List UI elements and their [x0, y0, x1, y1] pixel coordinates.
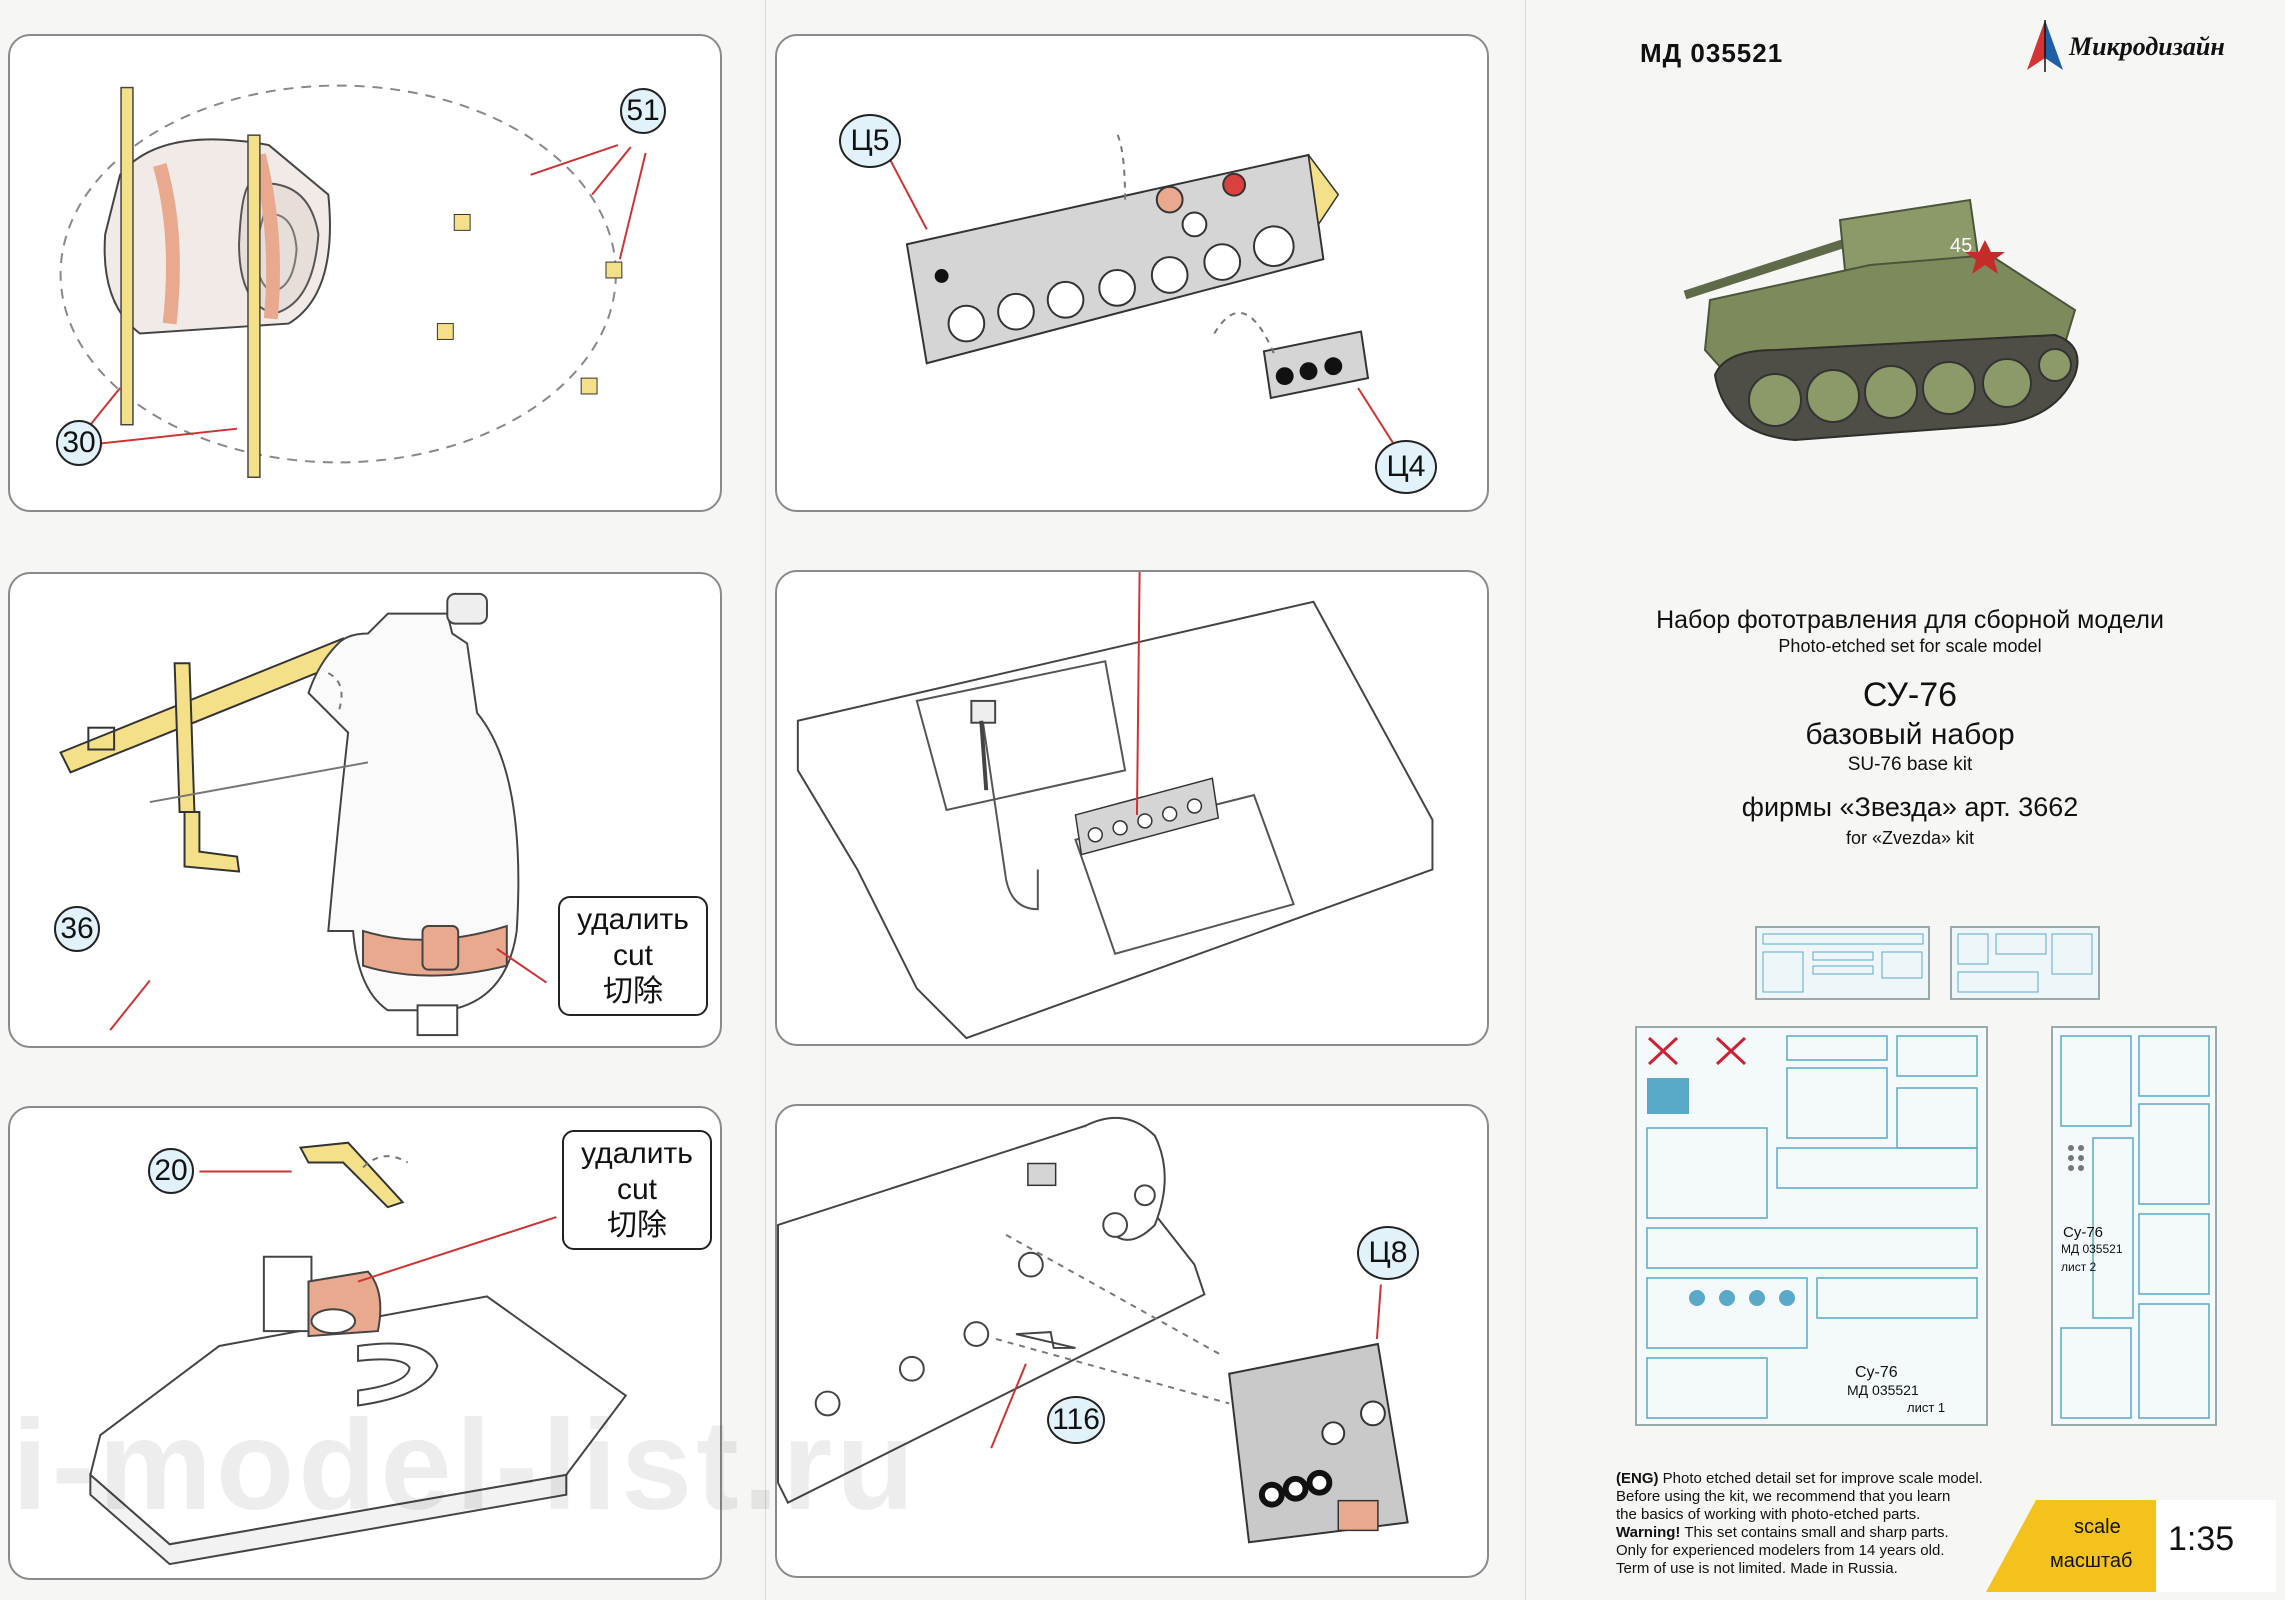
- brand-logo: Микродизайн: [2015, 18, 2275, 72]
- sheet1-page: лист 1: [1907, 1400, 1946, 1415]
- step-panel-floor: 20 удалить cut 切除: [8, 1106, 722, 1580]
- step-panel-hatch: [775, 570, 1489, 1046]
- fold-line: [1525, 0, 1526, 1600]
- hatch-illustration: [796, 572, 1434, 1040]
- callout-part-c5: Ц5: [839, 114, 901, 168]
- title-ru: Набор фототравления для сборной модели: [1656, 606, 2164, 634]
- photo-etch-sheet-1: Су-76 МД 035521 лист 1: [1635, 1026, 1988, 1426]
- hull-side-illustration: [777, 1117, 1409, 1544]
- cut-note-en: cut: [616, 1173, 658, 1206]
- subtitle-en: SU-76 base kit: [1847, 754, 1973, 775]
- step-panel-extinguisher: 36 удалить cut 切除: [8, 572, 722, 1048]
- extinguisher-illustration: [59, 592, 548, 1037]
- scale-label-ru: масштаб: [2050, 1550, 2133, 1572]
- brand-logo-icon: [2027, 20, 2063, 72]
- model-name: СУ-76: [1862, 676, 1958, 714]
- info-line2: Before using the kit, we recommend that …: [1616, 1488, 1951, 1505]
- info-line3: the basics of working with photo-etched …: [1616, 1506, 1921, 1523]
- callout-part-36: 36: [54, 906, 100, 952]
- brand-name: Микродизайн: [2069, 32, 2225, 61]
- title-en: Photo-etched set for scale model: [1778, 636, 2042, 656]
- tank-photo: 45: [1683, 198, 2079, 442]
- callout-part-20: 20: [148, 1148, 194, 1194]
- photo-etch-sheet-2: Су-76 МД 035521 лист 2: [2051, 1026, 2217, 1426]
- step-panel-hull: Ц8 116: [775, 1104, 1489, 1578]
- scale-badge: scale масштаб 1:35: [1986, 1500, 2276, 1592]
- sheet-thumbnail-2: [1950, 926, 2100, 1000]
- sheet1-code: МД 035521: [1847, 1382, 1919, 1398]
- watermark: i-model-list.ru: [12, 1394, 919, 1537]
- svg-text:45: 45: [1950, 235, 1972, 257]
- cut-note-ru: удалить: [577, 903, 689, 936]
- sheet-thumbnail-1: [1755, 926, 1930, 1000]
- callout-part-c4: Ц4: [1375, 440, 1437, 494]
- info-line6: Term of use is not limited. Made in Russ…: [1616, 1560, 1898, 1577]
- info-line4: This set contains small and sharp parts.: [1684, 1524, 1949, 1541]
- subtitle-ru: базовый набор: [1805, 718, 2015, 751]
- cut-note-zh: 切除: [603, 975, 663, 1008]
- info-eng-tag: (ENG): [1616, 1470, 1659, 1487]
- info-text: (ENG) Photo etched detail set for improv…: [1616, 1470, 2006, 1578]
- callout-part-c8: Ц8: [1357, 1226, 1419, 1280]
- cut-note-zh: 切除: [607, 1209, 667, 1242]
- sheet2-label: Су-76: [2063, 1224, 2104, 1241]
- sheet1-label: Су-76: [1855, 1364, 1898, 1381]
- sheet2-page: лист 2: [2061, 1260, 2097, 1274]
- bedroll-illustration: [59, 84, 647, 479]
- callout-part-30: 30: [56, 420, 102, 466]
- info-warning-tag: Warning!: [1616, 1524, 1681, 1541]
- kit-ru: фирмы «Звезда» арт. 3662: [1741, 792, 2079, 822]
- fold-line: [765, 0, 766, 1600]
- scale-label-en: scale: [2074, 1516, 2121, 1538]
- cover-panel: МД 035521 Микродизайн 45 Набор фототравл…: [1535, 0, 2285, 1600]
- cut-note: удалить cut 切除: [558, 896, 708, 1016]
- scale-value: 1:35: [2168, 1520, 2235, 1558]
- cut-note-ru: удалить: [581, 1137, 693, 1170]
- callout-part-116: 116: [1047, 1396, 1105, 1444]
- info-line5: Only for experienced modelers from 14 ye…: [1616, 1542, 1945, 1559]
- step-panel-bedroll: 51 30: [8, 34, 722, 512]
- floor-plate-illustration: [89, 1141, 628, 1566]
- product-code: МД 035521: [1640, 38, 1784, 68]
- cut-note-en: cut: [612, 939, 654, 972]
- info-line1: Photo etched detail set for improve scal…: [1662, 1470, 1983, 1487]
- cut-note: удалить cut 切除: [562, 1130, 712, 1250]
- sheet2-code: МД 035521: [2061, 1242, 2123, 1256]
- step-panel-instruments: Ц5 Ц4: [775, 34, 1489, 512]
- callout-part-51: 51: [620, 88, 666, 134]
- instrument-panel-illustration: [876, 129, 1394, 444]
- kit-en: for «Zvezda» kit: [1845, 828, 1975, 848]
